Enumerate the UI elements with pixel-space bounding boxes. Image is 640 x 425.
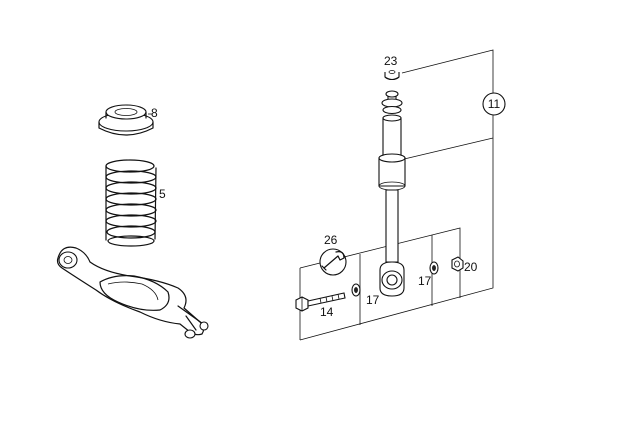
callout-17-right[interactable]: 17 bbox=[418, 274, 432, 288]
callout-23[interactable]: 23 bbox=[384, 54, 398, 68]
bolt-icon[interactable] bbox=[295, 292, 346, 312]
callout-5[interactable]: 5 bbox=[159, 187, 166, 201]
callout-26[interactable]: 26 bbox=[324, 233, 338, 247]
nut-icon[interactable] bbox=[451, 256, 464, 272]
callout-8[interactable]: 8 bbox=[151, 106, 158, 120]
callout-11-badge[interactable]: 11 bbox=[482, 92, 506, 116]
callout-14[interactable]: 14 bbox=[320, 305, 334, 319]
callout-17-left[interactable]: 17 bbox=[366, 293, 380, 307]
nut-icon[interactable] bbox=[384, 70, 400, 81]
spring-seat-icon[interactable] bbox=[98, 104, 154, 136]
coil-spring-icon[interactable] bbox=[105, 159, 157, 247]
callout-20[interactable]: 20 bbox=[464, 260, 478, 274]
washer-icon[interactable] bbox=[429, 261, 439, 275]
washer-icon[interactable] bbox=[351, 283, 361, 297]
control-arm-icon[interactable] bbox=[56, 246, 209, 339]
callout-11: 11 bbox=[488, 97, 501, 111]
shock-absorber-icon[interactable] bbox=[378, 90, 406, 297]
wrench-icon[interactable] bbox=[319, 248, 347, 276]
